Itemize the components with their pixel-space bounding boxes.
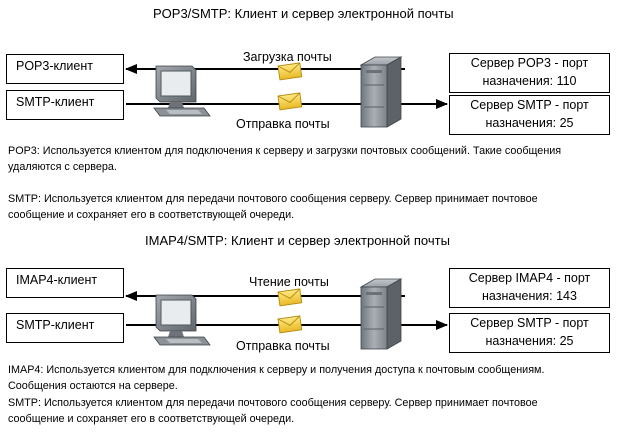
smtp-client-box: SMTP-клиент (6, 90, 124, 120)
desc-line: SMTP: Используется клиентом для передачи… (8, 397, 538, 409)
smtp-server-box: Сервер SMTP - порт назначения: 25 (449, 95, 610, 135)
pop3-server-box: Сервер POP3 - порт назначения: 110 (449, 53, 610, 93)
server-icon (359, 56, 403, 128)
smtp-server-line2: назначения: 25 (485, 116, 574, 130)
desc-line: SMTP: Используется клиентом для передачи… (8, 193, 538, 205)
download-mail-label: Загрузка почты (243, 50, 332, 64)
envelope-icon (277, 62, 303, 81)
smtp-description: SMTP: Используется клиентом для передачи… (8, 191, 538, 223)
pop3-client-box: POP3-клиент (6, 54, 124, 84)
desc-line: POP3: Используется клиентом для подключе… (8, 145, 562, 157)
pop3-server-line1: Сервер POP3 - порт (470, 56, 589, 70)
computer-icon (153, 65, 211, 117)
computer-icon (153, 294, 211, 346)
envelope-icon (277, 92, 303, 111)
envelope-icon (277, 315, 303, 334)
server-icon (359, 278, 403, 350)
smtp-server-box-2: Сервер SMTP - порт назначения: 25 (449, 313, 610, 353)
pop3-description: POP3: Используется клиентом для подключе… (8, 143, 561, 175)
smtp-server-line2-2: назначения: 25 (485, 334, 574, 348)
smtp-description-2: SMTP: Используется клиентом для передачи… (8, 395, 538, 427)
pop3-server-line2: назначения: 110 (482, 74, 577, 88)
send-mail-label-2: Отправка почты (236, 339, 330, 353)
imap4-server-line2: назначения: 143 (482, 289, 577, 303)
imap4-client-box: IMAP4-клиент (6, 268, 124, 298)
send-mail-label: Отправка почты (236, 117, 330, 131)
desc-line: IMAP4: Используется клиентом для подключ… (8, 364, 545, 376)
desc-line: сообщение и сохраняет его в соответствую… (8, 413, 295, 425)
desc-line: сообщение и сохраняет его в соответствую… (8, 209, 295, 221)
smtp-server-line1-2: Сервер SMTP - порт (470, 316, 589, 330)
envelope-icon (277, 288, 303, 307)
desc-line: Сообщения остаются на сервере. (8, 380, 178, 392)
smtp-server-line1: Сервер SMTP - порт (470, 98, 589, 112)
smtp-client-box-2: SMTP-клиент (6, 313, 124, 343)
imap4-description: IMAP4: Используется клиентом для подключ… (8, 362, 544, 394)
read-mail-label: Чтение почты (249, 275, 329, 289)
section2-title: IMAP4/SMTP: Клиент и сервер электронной … (145, 233, 450, 248)
section1-title: POP3/SMTP: Клиент и сервер электронной п… (153, 6, 454, 21)
imap4-server-line1: Сервер IMAP4 - порт (468, 271, 591, 285)
desc-line: удаляются с сервера. (8, 161, 117, 173)
imap4-server-box: Сервер IMAP4 - порт назначения: 143 (449, 268, 610, 308)
